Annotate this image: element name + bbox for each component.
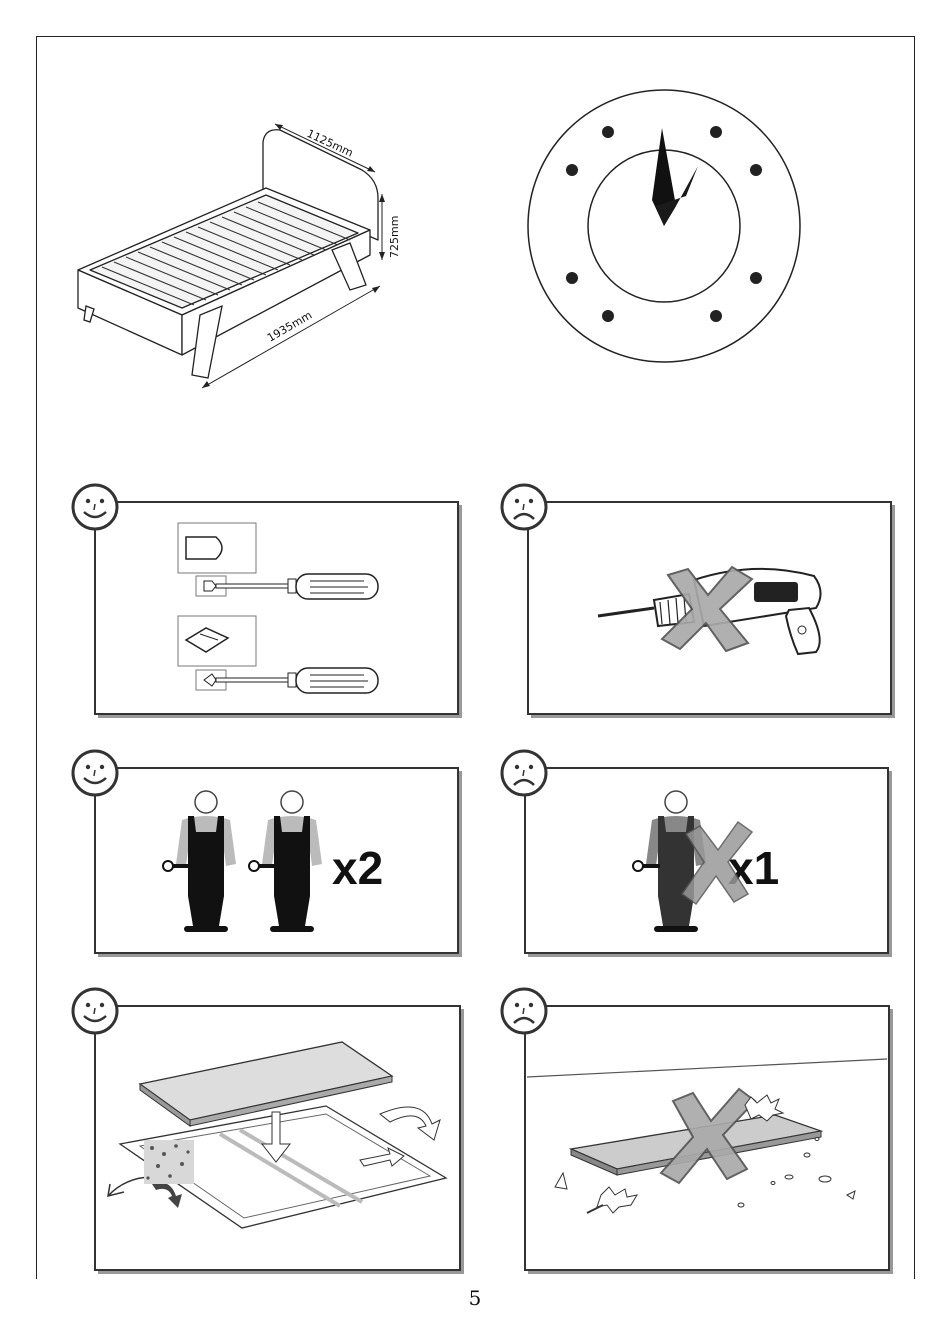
smiley-face-icon: [70, 986, 120, 1036]
screwdrivers-illustration: [176, 520, 396, 700]
flat-screwdriver-icon: [178, 523, 378, 599]
board-on-floor-illustration: [527, 1055, 887, 1265]
two-people-quantity: x2: [332, 842, 383, 894]
board-on-cardboard-illustration: [100, 1036, 455, 1236]
smiley-face-icon: [70, 748, 120, 798]
height-dimension-label: 725mm: [388, 216, 401, 258]
page-number: 5: [0, 1286, 950, 1310]
phillips-screwdriver-icon: [178, 616, 378, 693]
sad-face-icon: [499, 986, 549, 1036]
worker-icon: [633, 791, 706, 932]
length-dimension-label: 1935mm: [265, 309, 314, 345]
smiley-face-icon: [70, 482, 120, 532]
bed-dimension-illustration: 1125mm 725mm 1935mm: [70, 110, 410, 400]
worker-icon: [163, 791, 236, 932]
cross-icon: [660, 565, 756, 653]
sad-face-icon: [499, 748, 549, 798]
one-worker-illustration: x1: [630, 786, 790, 936]
clock-icon: [526, 88, 802, 364]
sad-face-icon: [499, 482, 549, 532]
worker-icon: [249, 791, 322, 932]
two-workers-illustration: x2: [160, 786, 400, 936]
panel-board-icon: [140, 1042, 392, 1126]
